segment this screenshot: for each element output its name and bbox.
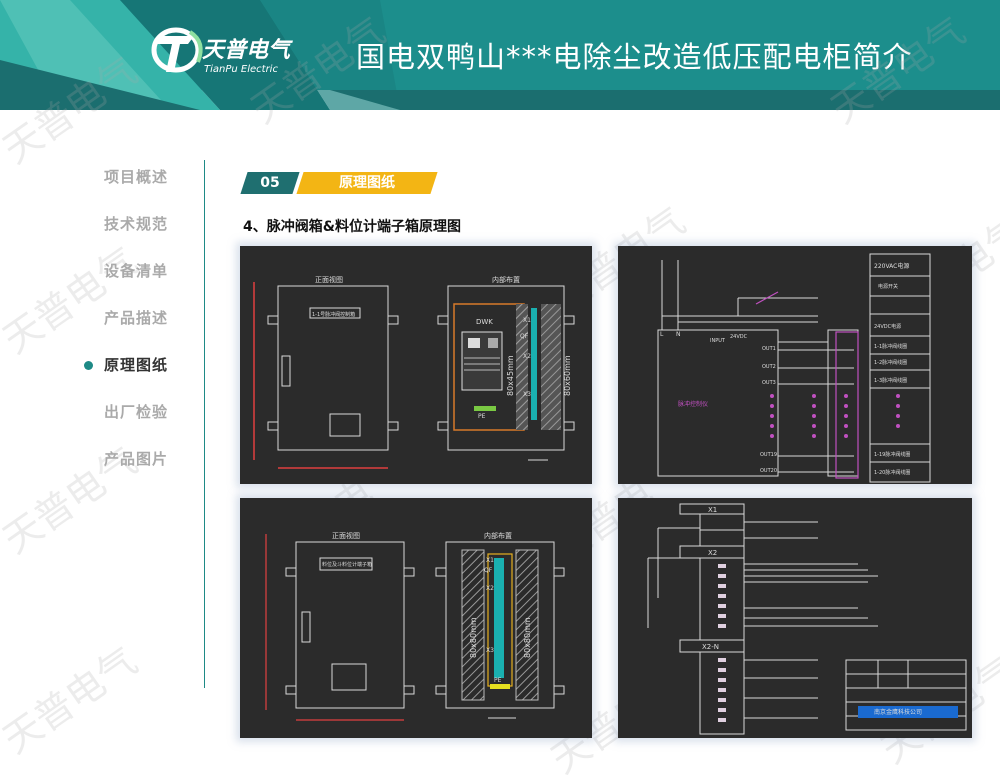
nav-item-overview[interactable]: 项目概述 — [104, 166, 204, 213]
out2-label: OUT2 — [762, 364, 776, 370]
section-number: 05 — [260, 175, 280, 191]
wiring-schematic-drawing: L N INPUT 24VDC OUT1 OUT2 OUT3 OUT19 OUT… — [657, 253, 931, 483]
side-label: 1-1脉冲阀线圈 — [874, 343, 907, 350]
side-label: 1-2脉冲阀线圈 — [874, 359, 907, 366]
logo-brand-en: TianPu Electric — [204, 64, 278, 75]
nav-item-equipment-list[interactable]: 设备清单 — [104, 260, 204, 307]
side-label: 1-3脉冲阀线圈 — [874, 377, 907, 384]
door-label: 料位及斗料位计端子箱 — [322, 561, 372, 568]
l-label: L — [660, 331, 664, 338]
dimension-label: 80x80mm — [469, 617, 478, 658]
watermark: 天普电气 — [0, 638, 145, 762]
x3-label: X3 — [523, 391, 531, 398]
door-label: 1-1号脉冲阀控制箱 — [312, 311, 355, 318]
company-label: 南京金鹰科技公司 — [874, 708, 922, 716]
active-dot-icon — [84, 361, 93, 370]
section-label: 原理图纸 — [339, 175, 395, 191]
v24-label: 24VDC — [730, 334, 748, 340]
side-label: 24VDC电源 — [874, 323, 901, 330]
dimension-label: 80x45mm — [506, 355, 515, 396]
x2-label: X2 — [708, 549, 717, 557]
nav-item-label: 产品描述 — [104, 309, 169, 327]
inside-view-label: 内部布置 — [492, 275, 520, 284]
nav-item-label: 出厂检验 — [104, 403, 169, 421]
cabinet-layout-drawing: 正面视图 内部布置 料位及斗料位计端子箱 X1 QF X2 X3 PE 80x8… — [265, 531, 565, 721]
x3-label: X3 — [486, 647, 494, 654]
nav-item-factory-inspection[interactable]: 出厂检验 — [104, 401, 204, 448]
inside-view-label: 内部布置 — [484, 531, 512, 540]
side-label: 1-19脉冲阀线圈 — [874, 451, 910, 458]
out19-label: OUT19 — [760, 452, 777, 458]
company-logo: 天普电气 TianPu Electric — [150, 22, 330, 86]
controller-label: 脉冲控制仪 — [678, 400, 708, 408]
out20-label: OUT20 — [760, 468, 777, 474]
header-banner — [0, 0, 1000, 110]
nav-item-label: 技术规范 — [104, 215, 169, 233]
input-label: INPUT — [710, 338, 726, 344]
dimension-label: 80x80mm — [523, 617, 532, 658]
nav-item-label: 设备清单 — [104, 262, 169, 280]
side-label: 1-20脉冲阀线圈 — [874, 469, 910, 476]
front-view-label: 正面视图 — [315, 275, 343, 284]
nav-item-label: 原理图纸 — [104, 356, 169, 374]
section-subtitle: 4、脉冲阀箱&料位计端子箱原理图 — [243, 219, 461, 235]
slide-title: 国电双鸭山***电除尘改造低压配电柜简介 — [356, 40, 913, 74]
dimension-label: 80x60mm — [563, 355, 572, 396]
pe-label: PE — [478, 413, 486, 420]
nav-item-label: 项目概述 — [104, 168, 169, 186]
side-label: 电源开关 — [878, 283, 898, 290]
power-label: 220VAC电源 — [874, 262, 909, 270]
nav-item-product-photos[interactable]: 产品图片 — [104, 448, 204, 495]
x1-label: X1 — [486, 557, 494, 564]
nav-item-label: 产品图片 — [104, 450, 169, 468]
section-nav: 项目概述 技术规范 设备清单 产品描述 原理图纸 出厂检验 产品图片 — [84, 166, 204, 495]
dwk-label: DWK — [476, 318, 493, 326]
logo-brand-cn: 天普电气 — [202, 38, 291, 63]
n-label: N — [676, 331, 681, 338]
front-view-label: 正面视图 — [332, 531, 360, 540]
nav-divider — [204, 160, 205, 688]
x2-label: X2 — [486, 585, 494, 592]
qf-label: QF — [484, 567, 493, 574]
nav-item-spec[interactable]: 技术规范 — [104, 213, 204, 260]
terminal-schematic-drawing: X1 X2 X2-N 南京金鹰科技公司 — [647, 503, 967, 735]
x2n-label: X2-N — [702, 643, 719, 651]
drawing-pulse-valve-box-layout: 正面视图 内部布置 1-1号脉冲阀控制箱 DWK PE X1 X2 X3 QF … — [240, 246, 592, 484]
pe-label: PE — [494, 677, 502, 684]
out1-label: OUT1 — [762, 346, 776, 352]
drawing-level-gauge-box-layout: 正面视图 内部布置 料位及斗料位计端子箱 X1 QF X2 X3 PE 80x8… — [240, 498, 592, 738]
qf-label: QF — [520, 333, 529, 340]
drawing-pulse-control-wiring: L N INPUT 24VDC OUT1 OUT2 OUT3 OUT19 OUT… — [618, 246, 972, 484]
cabinet-layout-drawing: 正面视图 内部布置 1-1号脉冲阀控制箱 DWK PE X1 X2 X3 QF … — [253, 275, 575, 469]
x1-label: X1 — [708, 506, 717, 514]
x1-label: X1 — [523, 317, 531, 324]
drawing-terminal-wiring: X1 X2 X2-N 南京金鹰科技公司 — [618, 498, 972, 738]
nav-item-product-description[interactable]: 产品描述 — [104, 307, 204, 354]
x2-label: X2 — [523, 353, 531, 360]
logo-mark-icon — [151, 27, 203, 73]
out3-label: OUT3 — [762, 380, 776, 386]
nav-item-schematics[interactable]: 原理图纸 — [84, 354, 204, 401]
